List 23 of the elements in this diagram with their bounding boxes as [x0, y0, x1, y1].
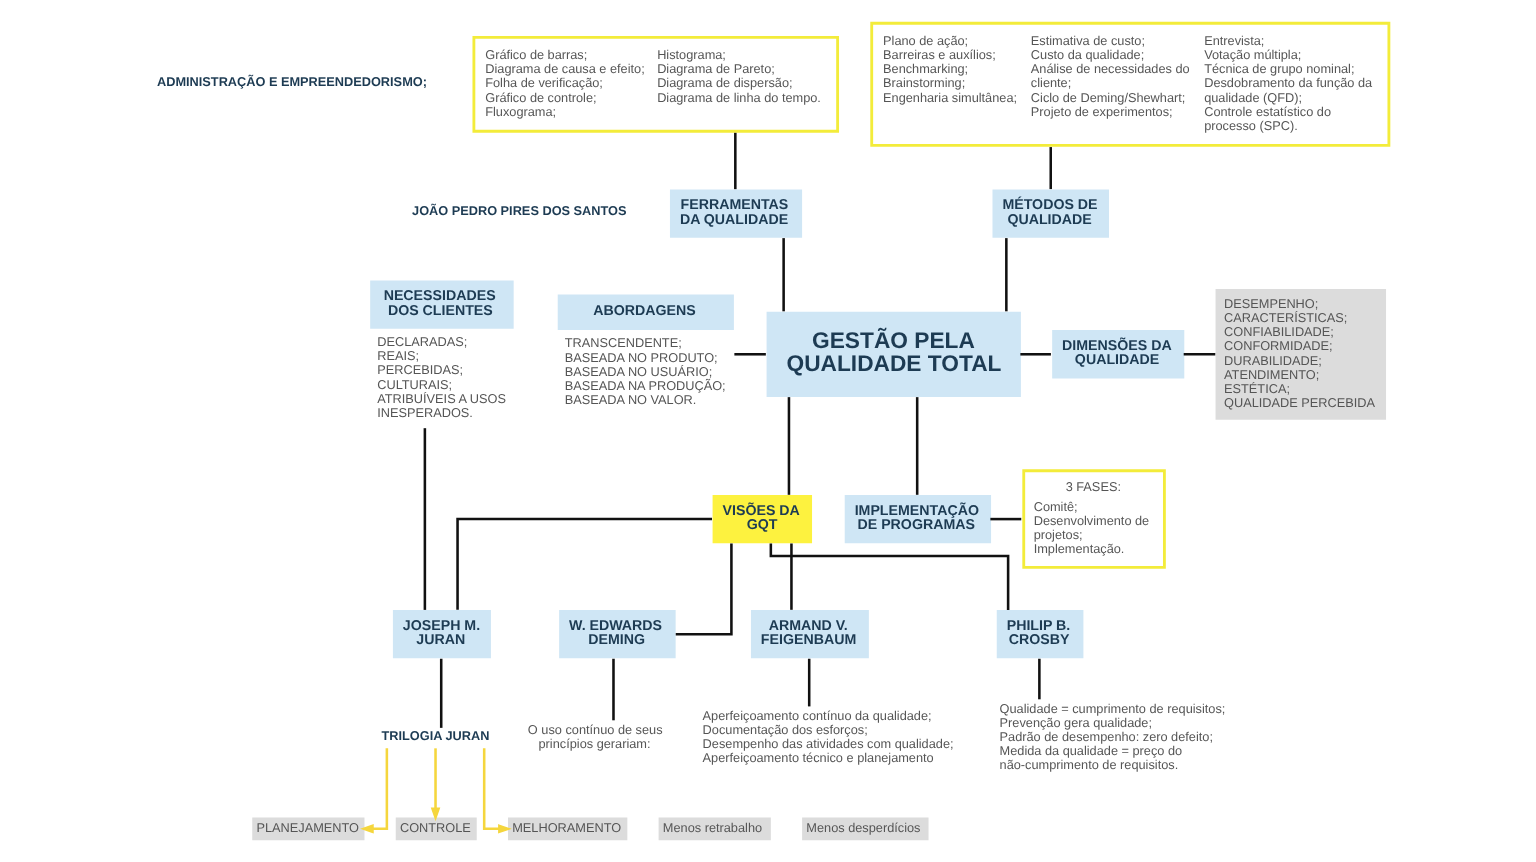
- connector: [915, 397, 919, 495]
- connector: [734, 353, 766, 356]
- connector: [1005, 238, 1008, 312]
- connector: [1049, 147, 1052, 190]
- connector: [439, 658, 443, 728]
- connector: [1020, 353, 1051, 356]
- connector: [1038, 658, 1041, 700]
- connector: [790, 543, 793, 610]
- connector: [782, 238, 785, 312]
- connector: [1183, 353, 1216, 356]
- arrow: [360, 748, 389, 834]
- node-box: GESTÃO PELA QUALIDADE TOTAL: [766, 311, 1021, 397]
- arrow: [430, 748, 441, 822]
- connector: [734, 132, 737, 190]
- connector: [612, 658, 615, 721]
- connector: [675, 543, 733, 636]
- connector: [423, 428, 427, 610]
- connector: [990, 517, 1022, 521]
- connector: [787, 397, 791, 495]
- connector: [456, 517, 712, 610]
- connector: [807, 658, 811, 707]
- connector: [769, 543, 1010, 610]
- arrow: [482, 748, 512, 834]
